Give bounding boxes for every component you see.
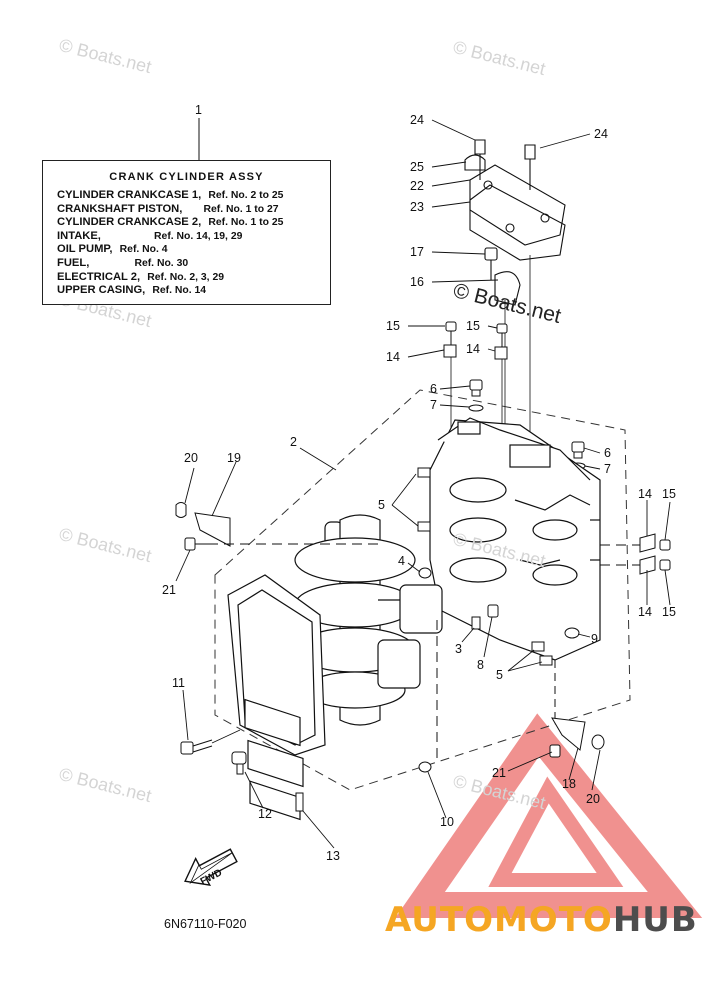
- automotohub-logo-icon: [395, 713, 703, 918]
- callout-number: 20: [586, 792, 600, 806]
- callout-number: 22: [410, 179, 424, 193]
- callout-number: 7: [430, 398, 437, 412]
- legend-row-name: UPPER CASING,: [57, 284, 146, 297]
- callout-number: 21: [492, 766, 506, 780]
- legend-row-name: CRANKSHAFT PISTON,: [57, 202, 183, 215]
- callout-number: 14: [466, 342, 480, 356]
- legend-row-ref: Ref. No. 1 to 25: [208, 217, 284, 229]
- legend-row-name: ELECTRICAL 2,: [57, 270, 141, 283]
- callout-number: 15: [386, 319, 400, 333]
- callout-number: 14: [386, 350, 400, 364]
- callout-number: 1: [195, 103, 202, 117]
- callout-number: 12: [258, 807, 272, 821]
- callout-number: 15: [662, 487, 676, 501]
- legend-row-ref: Ref. No. 30: [134, 257, 189, 269]
- callout-number: 14: [638, 605, 652, 619]
- legend-row-ref: Ref. No. 2 to 25: [208, 190, 284, 201]
- legend-row-name: FUEL,: [57, 256, 90, 269]
- lower-right-parts: [549, 660, 605, 758]
- brand-part-1: AUTOMOTO: [385, 900, 613, 940]
- callout-number: 24: [410, 113, 424, 127]
- legend-row: CYLINDER CRANKCASE 1, Ref. No. 2 to 25: [57, 189, 283, 203]
- legend-row: OIL PUMP, Ref. No. 4: [57, 243, 283, 257]
- legend-row-name: CYLINDER CRANKCASE 1,: [57, 189, 202, 201]
- callout-number: 2: [290, 435, 297, 449]
- callout-number: 10: [440, 815, 454, 829]
- cylinder-block: [429, 417, 601, 661]
- legend-row-ref: Ref. No. 14, 19, 29: [154, 230, 243, 242]
- brand-wordmark: AUTOMOTOHUB: [385, 900, 698, 940]
- brand-part-2: HUB: [612, 900, 698, 940]
- legend-title: CRANK CYLINDER ASSY: [109, 171, 264, 183]
- right-bracket-bolts: [600, 533, 671, 575]
- legend-row: FUEL, Ref. No. 30: [57, 257, 283, 271]
- legend-box: CRANK CYLINDER ASSY CYLINDER CRANKCASE 1…: [42, 160, 331, 305]
- callout-number: 19: [227, 451, 241, 465]
- drawing-code: 6N67110-F020: [164, 917, 247, 931]
- cover-plate-assembly: [464, 139, 566, 440]
- legend-row: UPPER CASING, Ref. No. 14: [57, 284, 283, 298]
- left-small-parts: [175, 502, 378, 551]
- callout-number: 15: [662, 605, 676, 619]
- callout-number: 6: [604, 446, 611, 460]
- callout-number: 21: [162, 583, 176, 597]
- callout-number: 5: [378, 498, 385, 512]
- callout-number: 13: [326, 849, 340, 863]
- callout-number: 25: [410, 160, 424, 174]
- legend-row: CYLINDER CRANKCASE 2, Ref. No. 1 to 25: [57, 216, 283, 230]
- callout-number: 8: [477, 658, 484, 672]
- callout-number: 14: [638, 487, 652, 501]
- legend-row-name: CYLINDER CRANKCASE 2,: [57, 216, 202, 229]
- crankcase-half: [227, 574, 326, 821]
- callout-number: 16: [410, 275, 424, 289]
- legend-rows: CYLINDER CRANKCASE 1, Ref. No. 2 to 25 C…: [57, 189, 283, 298]
- callout-number: 4: [398, 554, 405, 568]
- fwd-arrow-icon: [184, 848, 238, 887]
- callout-number: 18: [562, 777, 576, 791]
- callout-number: 23: [410, 200, 424, 214]
- callout-number: 7: [604, 462, 611, 476]
- callout-number: 9: [591, 632, 598, 646]
- fitting-parts: [417, 467, 580, 773]
- leader-lines: [175, 119, 671, 849]
- callout-number: 5: [496, 668, 503, 682]
- legend-row-name: OIL PUMP,: [57, 243, 113, 256]
- callout-number: 11: [172, 676, 185, 690]
- callout-number: 3: [455, 642, 462, 656]
- legend-row-ref: Ref. No. 1 to 27: [203, 203, 279, 215]
- callout-number: 24: [594, 127, 608, 141]
- legend-row: CRANKSHAFT PISTON, Ref. No. 1 to 27: [57, 203, 283, 217]
- callout-number: 17: [410, 245, 424, 259]
- legend-row: ELECTRICAL 2, Ref. No. 2, 3, 29: [57, 271, 283, 285]
- legend-row-ref: Ref. No. 14: [152, 285, 207, 297]
- callout-number: 6: [430, 382, 437, 396]
- legend-row-ref: Ref. No. 2, 3, 29: [147, 271, 225, 283]
- callout-number: 20: [184, 451, 198, 465]
- legend-row: INTAKE, Ref. No. 14, 19, 29: [57, 230, 283, 244]
- legend-row-ref: Ref. No. 4: [119, 244, 168, 256]
- assembly-boundary: [214, 389, 631, 791]
- callout-number: 15: [466, 319, 480, 333]
- crankshaft-assembly: [294, 514, 443, 726]
- legend-row-name: INTAKE,: [57, 229, 101, 242]
- clamp-assembly: [484, 247, 521, 430]
- lower-bolts: [180, 729, 304, 812]
